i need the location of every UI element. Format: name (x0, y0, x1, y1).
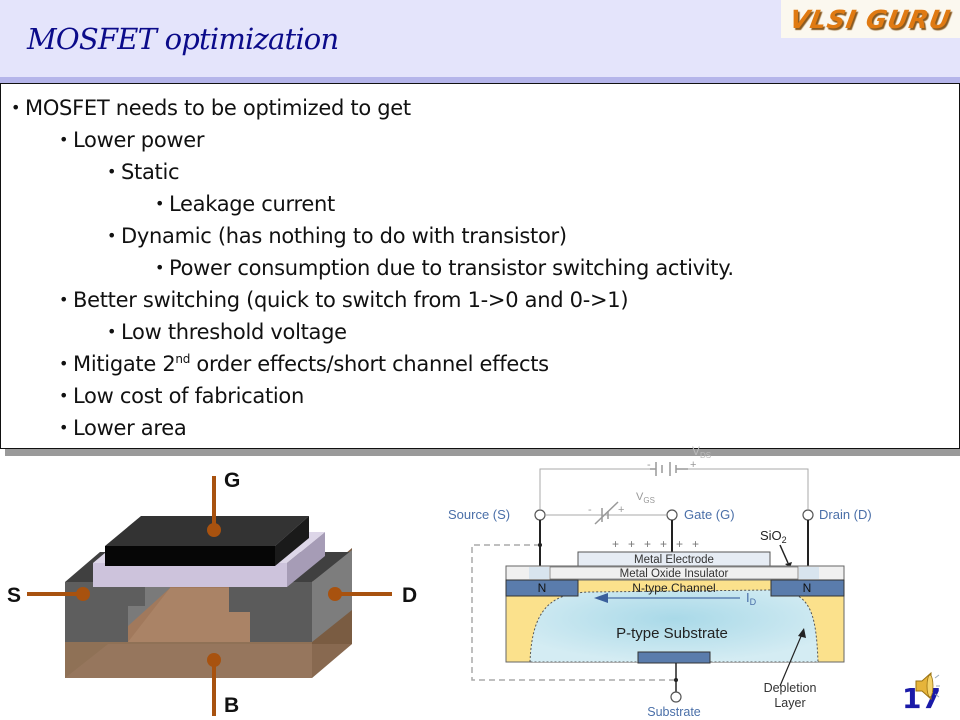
n-left-label: N (538, 581, 547, 595)
bullet-text: Low threshold voltage (121, 320, 347, 344)
bullet-dot-icon: • (107, 322, 117, 341)
source-label: Source (S) (448, 507, 510, 522)
bullet-text: Static (121, 160, 180, 184)
bullet-item: •Low threshold voltage (1, 316, 734, 348)
metal-electrode-label: Metal Electrode (634, 554, 714, 566)
content-box-shadow (5, 449, 960, 456)
bullet-dot-icon: • (59, 386, 69, 405)
svg-text:-: - (647, 459, 651, 471)
bullet-item: •Leakage current (1, 188, 734, 220)
content-box: •MOSFET needs to be optimized to get•Low… (0, 83, 960, 449)
bullet-text: Better switching (quick to switch from 1… (73, 288, 629, 312)
speaker-icon[interactable] (912, 670, 940, 702)
bullet-dot-icon: • (155, 194, 165, 213)
vds-circuit (539, 468, 650, 509)
n-region-right (770, 579, 845, 597)
p-substrate-label: P-type Substrate (616, 625, 728, 642)
depletion-label-line2: Layer (774, 696, 805, 710)
source-contact (76, 587, 90, 601)
bullet-item: •Lower area (1, 412, 734, 444)
gate-metal (105, 546, 275, 566)
drain-region (229, 582, 312, 642)
bullet-dot-icon: • (11, 98, 21, 117)
bullet-dot-icon: • (59, 290, 69, 309)
gate-terminal (666, 509, 678, 521)
bullet-dot-icon: • (59, 418, 69, 437)
drain-current-label: ID (746, 590, 757, 607)
bullet-text: MOSFET needs to be optimized to get (25, 96, 411, 120)
substrate-label: Substrate (647, 705, 701, 719)
n-right-label: N (803, 581, 812, 595)
bullet-item: •MOSFET needs to be optimized to get (1, 92, 734, 124)
bullet-text: Low cost of fabrication (73, 384, 304, 408)
svg-text:-: - (588, 504, 592, 516)
oxide-layer (93, 563, 287, 587)
drain-terminal (802, 509, 814, 521)
gate-terminal-label: G (224, 469, 240, 492)
vlsi-guru-logo: VLSI GURU (781, 0, 960, 38)
bullet-text: order effects/short channel effects (190, 352, 549, 376)
bullet-item: •Low cost of fabrication (1, 380, 734, 412)
depletion-region (529, 589, 819, 663)
vds-label: VDS (692, 444, 711, 460)
logo-text: VLSI GURU (787, 4, 954, 34)
bullet-list: •MOSFET needs to be optimized to get•Low… (1, 92, 734, 444)
slide-title: MOSFET optimization (27, 22, 339, 56)
gate-contact (207, 523, 221, 537)
vgs-label: VGS (636, 491, 655, 505)
bullet-item: •Dynamic (has nothing to do with transis… (1, 220, 734, 252)
svg-text:+: + (690, 459, 696, 471)
body-contact (207, 653, 221, 667)
gate-charge-plus: ++++++ (612, 537, 708, 551)
svg-text:+: + (618, 504, 624, 516)
vgs-variable-battery-icon (594, 501, 619, 525)
bullet-text: Lower power (73, 128, 205, 152)
substrate-terminal (670, 691, 682, 703)
body-dashed-connection (471, 544, 676, 681)
bullet-superscript: nd (175, 352, 191, 366)
bullet-item: •Better switching (quick to switch from … (1, 284, 734, 316)
drain-terminal-label: D (402, 584, 417, 607)
bullet-dot-icon: • (107, 226, 117, 245)
bullet-dot-icon: • (155, 258, 165, 277)
source-terminal-label: S (7, 584, 21, 607)
oxide-insulator-label: Metal Oxide Insulator (620, 568, 729, 580)
body-contact-pad (637, 651, 711, 664)
channel-label: N-type Channel (632, 581, 715, 595)
body-terminal-label: B (224, 694, 239, 717)
drain-contact (328, 587, 342, 601)
depletion-label-line1: Depletion (764, 681, 817, 695)
bullet-text: Power consumption due to transistor swit… (169, 256, 734, 280)
source-terminal (534, 509, 546, 521)
mosfet-cross-section-figure: VDS - + VGS - + Source (S) Gate (G) Drai… (448, 444, 872, 719)
bullet-dot-icon: • (59, 354, 69, 373)
bullet-dot-icon: • (59, 130, 69, 149)
bullet-text: Lower area (73, 416, 187, 440)
mosfet-3d-figure: G S D B (7, 469, 417, 717)
drain-label: Drain (D) (819, 507, 872, 522)
bullet-text: Dynamic (has nothing to do with transist… (121, 224, 567, 248)
bullet-text: Mitigate 2 (73, 352, 176, 376)
n-region-left (505, 579, 579, 597)
bullet-item: •Mitigate 2nd order effects/short channe… (1, 348, 734, 380)
header-rule (0, 77, 960, 83)
bullet-item: •Static (1, 156, 734, 188)
gate-label: Gate (G) (684, 507, 735, 522)
bullet-item: •Lower power (1, 124, 734, 156)
sio2-label: SiO2 (760, 528, 787, 545)
bullet-dot-icon: • (107, 162, 117, 181)
vds-battery-icon (650, 462, 688, 476)
bullet-text: Leakage current (169, 192, 335, 216)
bullet-item: •Power consumption due to transistor swi… (1, 252, 734, 284)
